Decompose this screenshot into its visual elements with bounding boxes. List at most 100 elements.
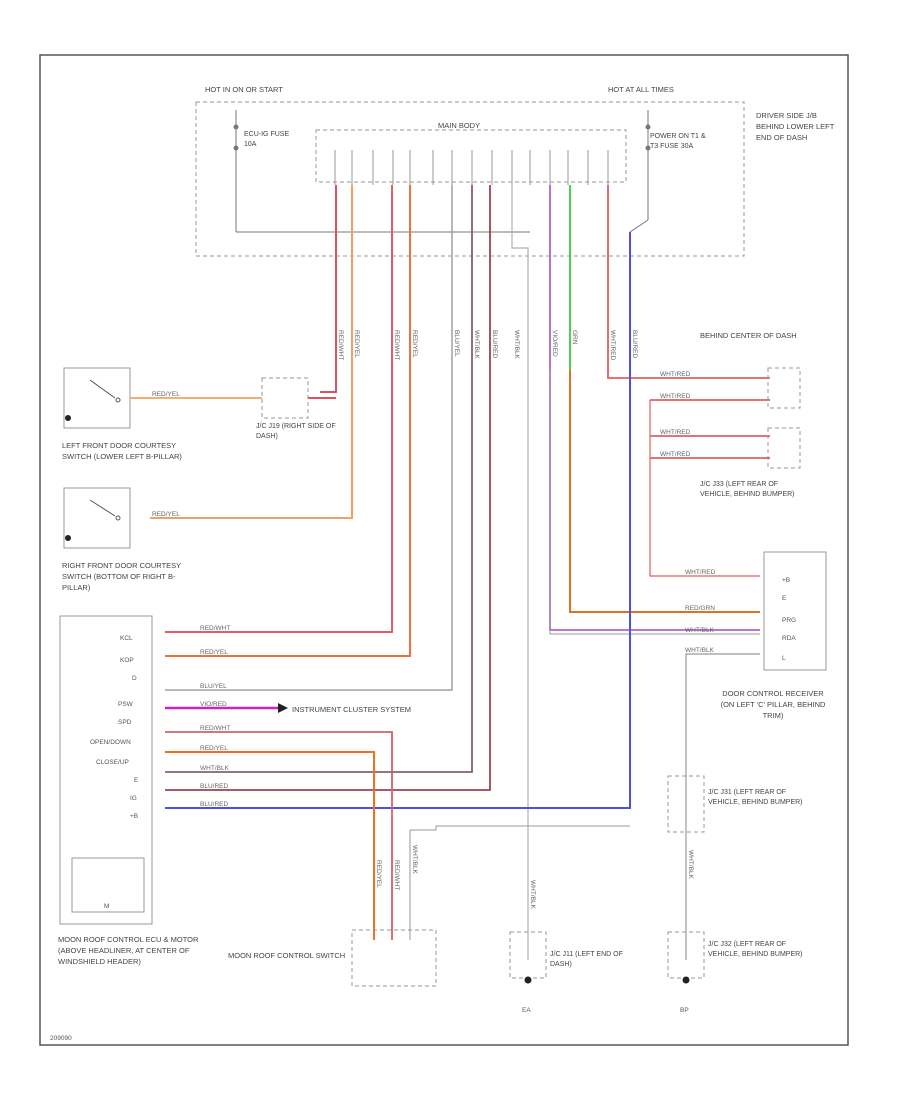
wire-wht-red (607, 185, 770, 379)
svg-text:RED/WHT: RED/WHT (337, 330, 344, 360)
label-wire-right-door: RED/YEL (152, 511, 180, 518)
svg-text:WHT/RED: WHT/RED (660, 429, 691, 436)
svg-text:BLU/YEL: BLU/YEL (453, 330, 460, 357)
svg-text:WHT/BLK: WHT/BLK (529, 880, 536, 910)
fuse-power (629, 110, 651, 233)
svg-text:VIO/RED: VIO/RED (551, 330, 558, 357)
label-jc-right-side-dash: J/C J19 (RIGHT SIDE OF DASH) (256, 423, 336, 440)
ecu-motor-inner (71, 857, 145, 913)
svg-text:KOP: KOP (120, 657, 134, 664)
svg-text:WHT/RED: WHT/RED (660, 393, 691, 400)
svg-text:D: D (132, 675, 137, 682)
behind-center-connector (767, 367, 801, 409)
wire-ecu-psw (165, 185, 453, 691)
label-moon-roof-switch-1: MOON ROOF CONTROL SWITCH (228, 951, 345, 960)
svg-text:RED/YEL: RED/YEL (200, 745, 228, 752)
label-jc-left-rear-3: J/C J32 (LEFT REAR OF VEHICLE, BEHIND BU… (708, 941, 803, 958)
svg-text:VIO/RED: VIO/RED (200, 701, 227, 708)
label-motor-m: M (104, 903, 109, 910)
svg-text:OPEN/DOWN: OPEN/DOWN (90, 739, 131, 746)
switch-contact-2 (89, 499, 121, 521)
wire-ecu-ig (165, 185, 491, 791)
door-control-receiver-box (763, 551, 827, 671)
ground-dot-1 (65, 415, 71, 421)
svg-text:BLU/RED: BLU/RED (200, 801, 228, 808)
wire-red-yel-1 (150, 185, 353, 519)
svg-text:WHT/RED: WHT/RED (609, 330, 616, 361)
svg-text:WHT/BLK: WHT/BLK (687, 850, 694, 880)
svg-text:+B: +B (130, 813, 138, 820)
ecu-pin-labels: KCL KOP D PSW SPD OPEN/DOWN CLOSE/UP E I… (90, 635, 139, 820)
ground-ea (524, 976, 532, 984)
svg-text:BLU/RED: BLU/RED (491, 330, 498, 358)
wire-switch-ground (409, 825, 630, 940)
label-door-control-receiver: DOOR CONTROL RECEIVER (ON LEFT 'C' PILLA… (720, 689, 826, 720)
svg-text:RED/YEL: RED/YEL (411, 330, 418, 358)
svg-text:WHT/BLK: WHT/BLK (513, 330, 520, 360)
label-wire-left-door: RED/YEL (152, 391, 180, 398)
junction-block-box (195, 101, 745, 257)
svg-text:SPD: SPD (118, 719, 132, 726)
left-front-door-switch-box (63, 367, 131, 429)
svg-text:WHT/RED: WHT/RED (660, 371, 691, 378)
jc-j33-box (767, 427, 801, 469)
label-jc-left-end-dash: J/C J11 (LEFT END OF DASH) (550, 951, 623, 968)
diagram-id: 209090 (50, 1035, 72, 1042)
arrow-instrument-cluster (278, 703, 288, 713)
label-right-front-door-switch: RIGHT FRONT DOOR COURTESY SWITCH (BOTTOM… (62, 561, 182, 592)
label-ecu-fuse-wrap: ECU-IG FUSE 10A (244, 131, 290, 148)
jc-j19-box (261, 377, 309, 419)
label-power-fuse-wrap: POWER ON T1 & T3 FUSE 30A (650, 133, 706, 150)
svg-text:BLU/RED: BLU/RED (631, 330, 638, 358)
svg-text:PRG: PRG (782, 617, 796, 624)
svg-text:GRN: GRN (571, 330, 578, 345)
label-ecu-ig-fuse: ECU-IG FUSE 10A (244, 131, 290, 148)
right-front-door-switch-box (63, 487, 131, 549)
label-instrument-cluster: INSTRUMENT CLUSTER SYSTEM (292, 705, 411, 714)
main-body-pins (334, 150, 609, 185)
svg-text:WHT/RED: WHT/RED (660, 451, 691, 458)
label-moon-roof-ecu: MOON ROOF CONTROL ECU & MOTOR (ABOVE HEA… (58, 935, 199, 966)
fuse-ecu-ig (233, 110, 530, 233)
wire-close-up (165, 751, 375, 940)
wire-ecu-plusb (165, 232, 631, 809)
svg-text:RDA: RDA (782, 635, 796, 642)
diagram-frame (39, 54, 849, 1046)
ground-dot-2 (65, 535, 71, 541)
wire-ecu-kop (165, 185, 411, 657)
svg-text:WHT/BLK: WHT/BLK (685, 627, 715, 634)
ground-bp (682, 976, 690, 984)
svg-text:RED/WHT: RED/WHT (393, 330, 400, 360)
svg-text:RED/YEL: RED/YEL (375, 860, 382, 888)
wire-ecu-e (165, 185, 473, 773)
label-driver-side-jb-wrap: DRIVER SIDE J/B BEHIND LOWER LEFT END OF… (756, 111, 834, 142)
wire-receiver-ground (685, 653, 760, 960)
svg-text:KCL: KCL (120, 635, 133, 642)
svg-text:BLU/YEL: BLU/YEL (200, 683, 227, 690)
svg-text:WHT/BLK: WHT/BLK (685, 647, 715, 654)
moon-roof-switch-box (351, 929, 437, 987)
label-main-body: MAIN BODY (438, 121, 480, 130)
svg-text:BLU/RED: BLU/RED (200, 783, 228, 790)
svg-text:E: E (782, 595, 787, 602)
wire-violet-low (549, 370, 760, 635)
wire-red-grn (569, 370, 760, 613)
svg-text:RED/WHT: RED/WHT (200, 725, 230, 732)
switch-contact-1 (89, 379, 121, 403)
svg-text:IG: IG (130, 795, 137, 802)
svg-text:L: L (782, 655, 786, 662)
label-left-front-door-switch: LEFT FRONT DOOR COURTESY SWITCH (LOWER L… (62, 441, 182, 461)
svg-text:RED/YEL: RED/YEL (200, 649, 228, 656)
svg-text:WHT/BLK: WHT/BLK (200, 765, 230, 772)
wire-ground-ea (511, 185, 529, 960)
label-power-fuse: POWER ON T1 & T3 FUSE 30A (650, 133, 706, 150)
jc-j31-box (667, 775, 705, 833)
svg-text:E: E (134, 777, 139, 784)
wire-open-down (165, 731, 393, 940)
label-behind-center-dash: BEHIND CENTER OF DASH (700, 331, 797, 340)
wire-kcl (320, 185, 337, 393)
svg-text:CLOSE/UP: CLOSE/UP (96, 759, 129, 766)
wire-ecu-kcl (165, 185, 393, 633)
label-hot-in-on: HOT IN ON OR START (205, 85, 283, 94)
ecu-wire-labels: RED/WHT RED/YEL BLU/YEL VIO/RED RED/WHT … (200, 625, 230, 808)
